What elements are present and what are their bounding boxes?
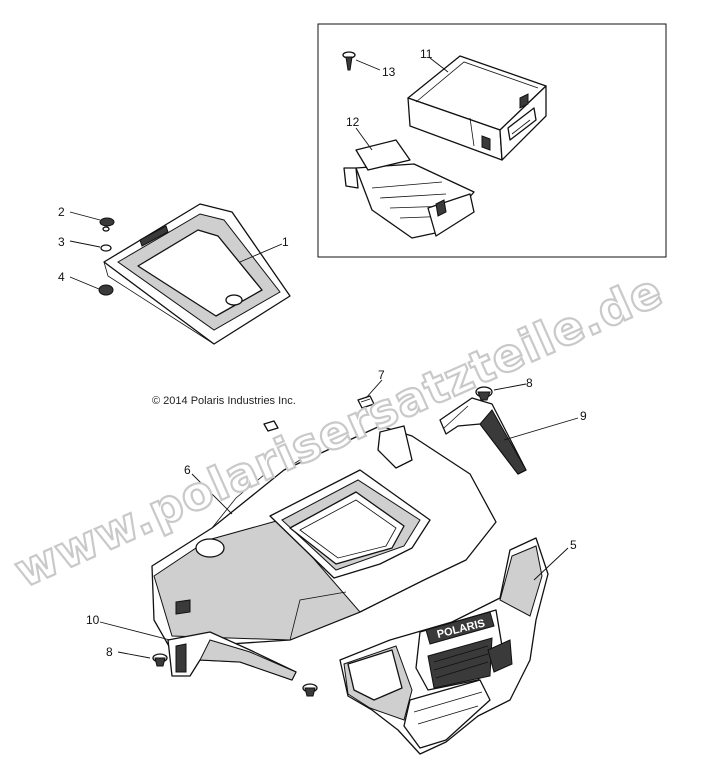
inset-box [317,23,667,258]
side-panel-part-10 [167,631,297,681]
callout-11: 11 [420,47,433,61]
nut-part-4 [98,284,114,296]
callout-9: 9 [580,409,587,423]
callout-labels: 1 2 3 4 5 6 7 8 8 9 10 11 12 13 [58,47,587,659]
callout-7: 7 [378,368,385,382]
front-fascia-part-5: POLARIS [339,537,549,755]
pushpin-part-8-upper [475,386,493,401]
callout-5: 5 [570,538,577,552]
storage-case-part-11 [407,55,547,161]
callout-2: 2 [58,205,65,219]
hood-panel-part-6 [151,425,497,649]
washer-part-3 [100,244,112,252]
callout-3: 3 [58,235,65,249]
leader-lines [69,57,579,659]
callout-6: 6 [184,463,191,477]
callout-12: 12 [346,115,360,129]
callout-1: 1 [282,235,289,249]
pushpin-part-8-lower [152,653,168,667]
trim-strip-part-9 [439,397,527,475]
dash-cover-part-1 [103,203,291,345]
callout-8-lower: 8 [106,645,113,659]
callout-8-upper: 8 [526,376,533,390]
storage-tray-part-12 [343,139,475,239]
callout-13: 13 [382,65,396,79]
callout-10: 10 [86,613,100,627]
fastener-part-2 [99,217,115,232]
copyright-text: © 2014 Polaris Industries Inc. [152,395,296,407]
pushpin-extra [302,683,318,697]
screw-part-13 [342,51,356,71]
clip-on-hood [263,420,279,432]
callout-4: 4 [58,270,65,284]
